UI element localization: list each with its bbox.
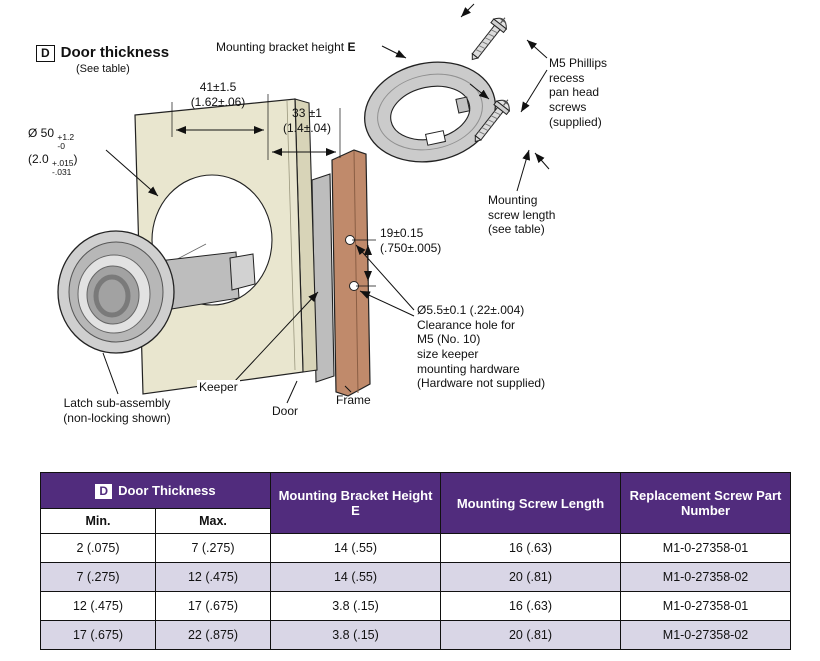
mounting-screw-2 (474, 99, 511, 143)
bracket-height-leader (381, 45, 407, 59)
cell-screw-length: 16 (.63) (440, 591, 622, 621)
latch-subassembly-text: Latch sub-assembly (non-locking shown) (63, 396, 171, 425)
latch-leader (102, 352, 119, 395)
header-screw-length: Mounting Screw Length (440, 472, 622, 534)
cell-max: 7 (.275) (154, 533, 272, 563)
table-header-row-minmax: Min. Max. (40, 508, 791, 534)
dim-hole-spacing: 19±0.15 (.750±.005) (380, 226, 441, 255)
header-min: Min. (40, 508, 156, 534)
cell-min: 2 (.075) (40, 533, 156, 563)
door-label: Door (272, 404, 299, 418)
cell-screw-length: 20 (.81) (440, 562, 622, 592)
door-thickness-label: D Door thickness (See table) (36, 44, 169, 77)
cell-bracket-height: 14 (.55) (270, 562, 442, 592)
frame-label: Frame (336, 393, 371, 407)
header-bracket-height: Mounting Bracket Height E (270, 472, 442, 534)
m5-leader-top (526, 39, 548, 59)
header-max: Max. (154, 508, 272, 534)
cell-part-number: M1-0-27358-01 (620, 533, 792, 563)
cell-screw-length: 16 (.63) (440, 533, 622, 563)
exploded-view-diagram: D Door thickness (See table) Mounting bra… (28, 3, 607, 425)
frame-part (331, 149, 371, 397)
cell-max: 22 (.875) (154, 620, 272, 650)
cell-screw-length: 20 (.81) (440, 620, 622, 650)
cutout-tol-in: +.015-.031 (52, 157, 74, 178)
cell-part-number: M1-0-27358-02 (620, 620, 792, 650)
latch-pull-ring (93, 274, 131, 318)
mounting-bracket-ring (363, 61, 497, 163)
cell-max: 12 (.475) (154, 562, 272, 592)
cutout-in-tol-plus: +.015 (52, 157, 74, 168)
cell-min: 7 (.275) (40, 562, 156, 592)
screw-length-arrow-top (469, 83, 490, 100)
cutout-dia-mm: Ø 50 (28, 126, 55, 140)
latch-subassembly-label: Latch sub-assembly (non-locking shown) (42, 396, 192, 425)
table-row: 17 (.675) 22 (.875) 3.8 (.15) 20 (.81) M… (40, 620, 792, 650)
door-leader (286, 380, 298, 404)
bracket-height-label: Mounting bracket height E (216, 40, 355, 55)
cutout-in-tol-minus: -.031 (52, 167, 72, 178)
header-part-number: Replacement Screw Part Number (620, 472, 792, 534)
dim-bracket-offset: 33 ±1 (1.4±.04) (268, 106, 346, 135)
table-row: 7 (.275) 12 (.475) 14 (.55) 20 (.81) M1-… (40, 562, 792, 592)
cell-bracket-height: 3.8 (.15) (270, 620, 442, 650)
door-thickness-d-box: D (36, 44, 55, 62)
cell-min: 17 (.675) (40, 620, 156, 650)
mounting-spec-table: D Door Thickness Mounting Bracket Height … (39, 472, 792, 650)
keeper-leader (233, 291, 319, 383)
door-thickness-text: Door thickness (60, 44, 170, 61)
cutout-close-paren: ) (73, 151, 78, 166)
cutout-tol-mm: +1.2-0 (57, 132, 75, 152)
header-door-thickness: D Door Thickness (39, 472, 272, 509)
keeper-label: Keeper (197, 380, 240, 395)
screw-length-leader (516, 149, 531, 192)
cell-bracket-height: 3.8 (.15) (270, 591, 442, 621)
dim-door-width-value: 41±1.5 (1.62±.06) (190, 80, 246, 109)
cutout-dia-leader (105, 149, 159, 197)
cutout-diameter-label: Ø 50 +1.2-0 (2.0 +.015-.031) (28, 126, 78, 177)
frame-leader (344, 385, 352, 393)
bracket-height-text: Mounting bracket height (216, 40, 345, 54)
mounting-screw-length-text: Mounting screw length (see table) (488, 193, 556, 237)
assembly-direction-arrow (460, 3, 475, 18)
screw-length-arrow-bottom (534, 152, 550, 170)
cell-min: 12 (.475) (40, 591, 156, 621)
cutout-tol-minus: -0 (57, 141, 65, 152)
cell-bracket-height: 14 (.55) (270, 533, 442, 563)
latch-subassembly (57, 230, 256, 354)
dim-hole-spacing-value: 19±0.15 (.750±.005) (380, 226, 442, 255)
clearance-hole-note-text: Ø5.5±0.1 (.22±.004) Clearance hole for M… (417, 303, 546, 391)
mounting-screw-length-note: Mounting screw length (see table) (488, 193, 555, 237)
cutout-tol-plus: +1.2 (57, 132, 75, 142)
clearance-leader-top (355, 244, 415, 311)
door-thickness-note: (See table) (76, 63, 130, 76)
clearance-leader-bottom (359, 290, 415, 317)
m5-leader-bottom (520, 69, 548, 113)
dim-door-width: 41±1.5 (1.62±.06) (168, 80, 268, 109)
bracket-height-letter: E (347, 40, 356, 54)
m5-screws-note-text: M5 Phillips recess pan head screws (supp… (549, 56, 608, 129)
door-thickness-d-badge: D (95, 483, 113, 499)
cutout-dia-in: (2.0 (28, 151, 49, 166)
clearance-hole-note: Ø5.5±0.1 (.22±.004) Clearance hole for M… (417, 303, 545, 391)
door-part (134, 98, 318, 395)
table-row: 2 (.075) 7 (.275) 14 (.55) 16 (.63) M1-0… (40, 533, 792, 563)
diagram-artwork (57, 3, 550, 404)
annotation-lines (102, 3, 550, 404)
dim-bracket-offset-value: 33 ±1 (1.4±.04) (283, 106, 331, 135)
cell-part-number: M1-0-27358-02 (620, 562, 792, 592)
m5-screws-note: M5 Phillips recess pan head screws (supp… (549, 56, 607, 129)
header-door-thickness-text: Door Thickness (118, 482, 216, 498)
cell-max: 17 (.675) (154, 591, 272, 621)
mounting-screw-1 (471, 17, 508, 61)
table-row: 12 (.475) 17 (.675) 3.8 (.15) 16 (.63) M… (40, 591, 792, 621)
cell-part-number: M1-0-27358-01 (620, 591, 792, 621)
table-header-row-main: D Door Thickness Mounting Bracket Height … (39, 472, 792, 534)
